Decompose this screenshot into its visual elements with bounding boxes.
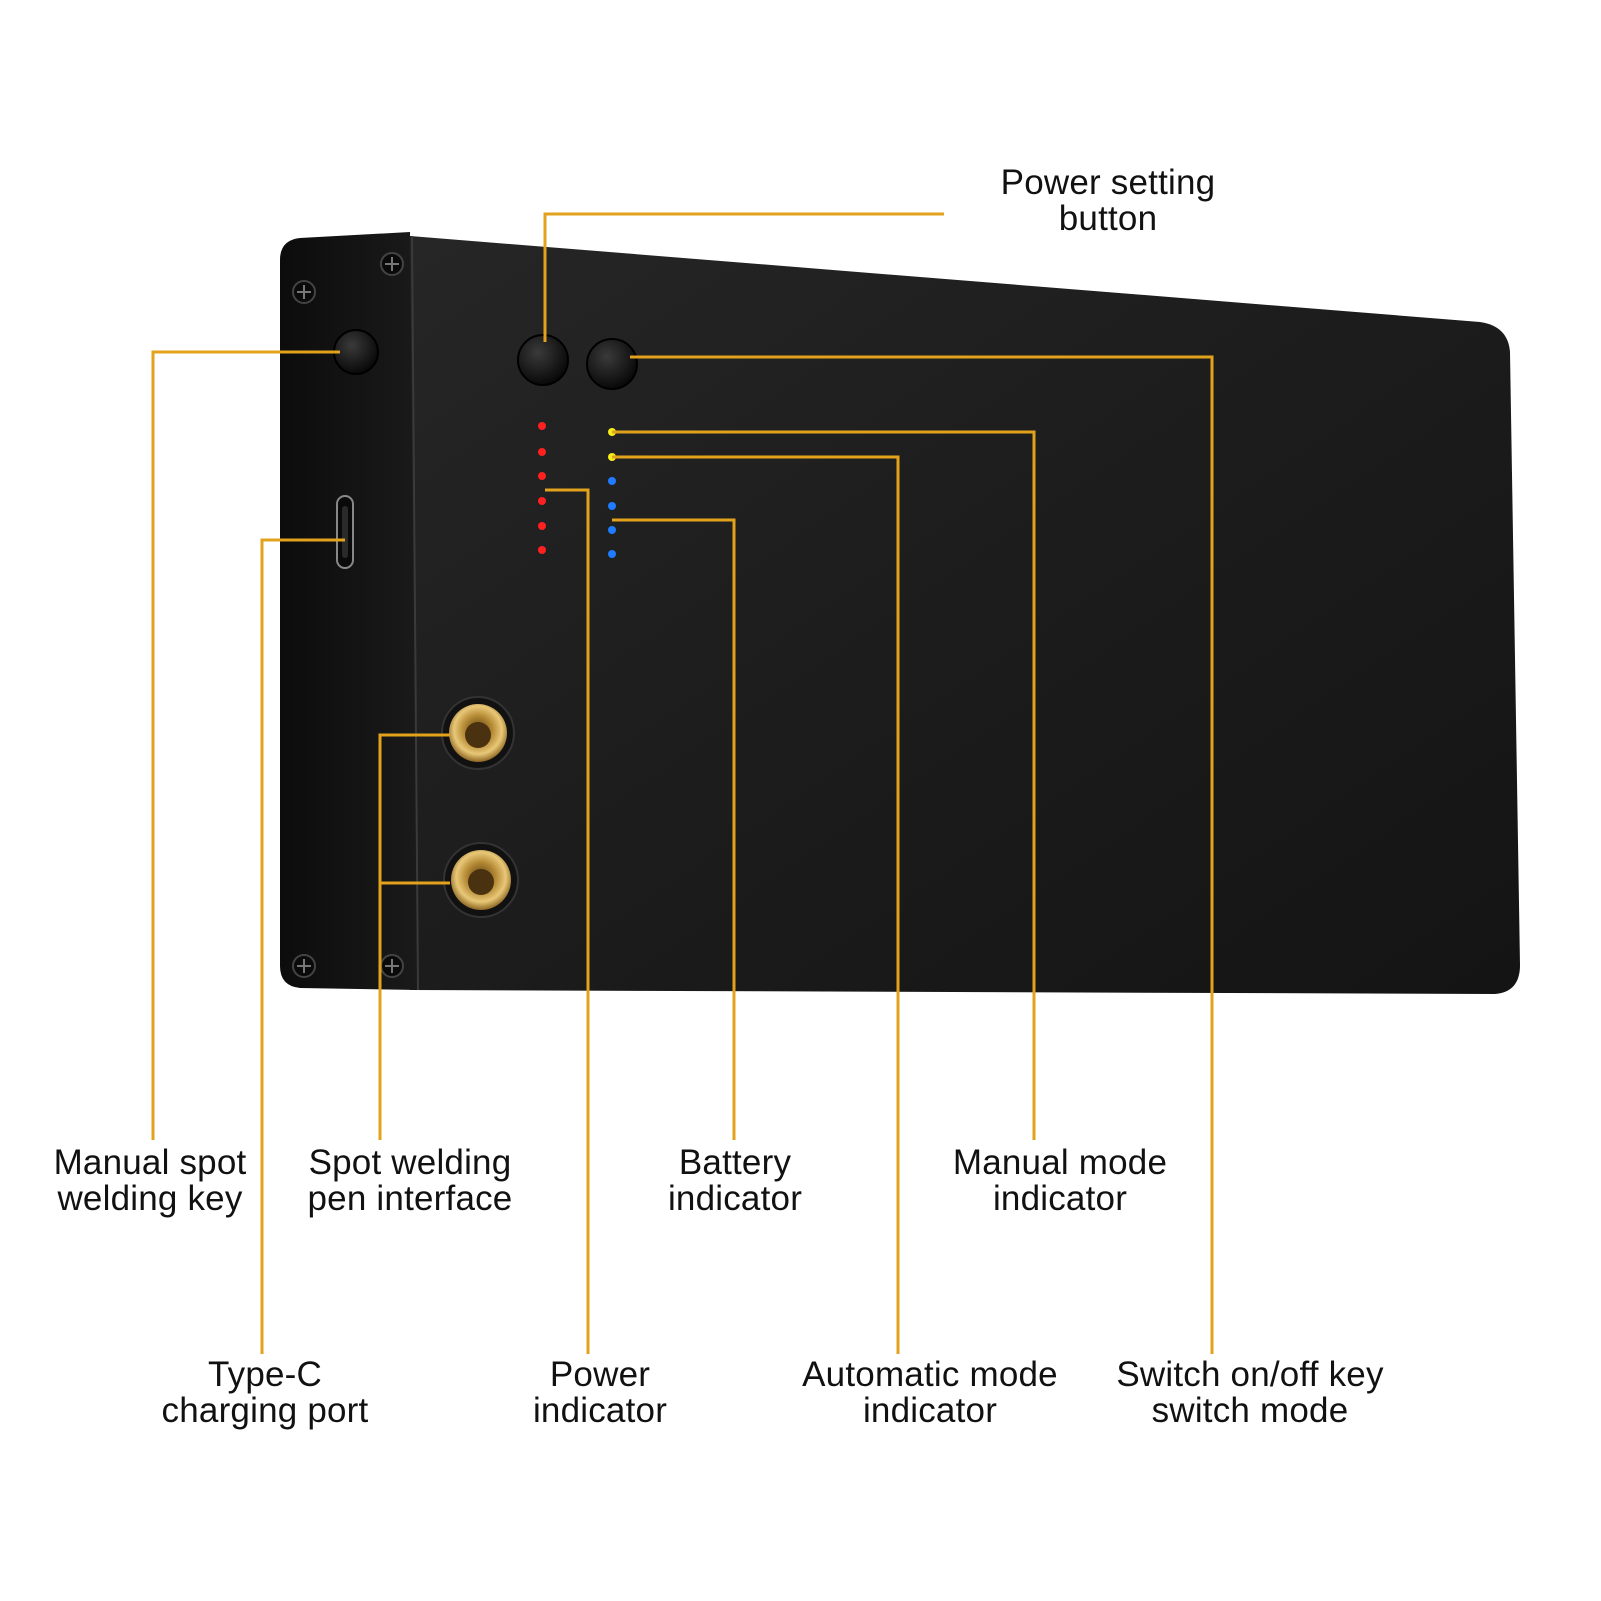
screw-icon — [381, 253, 403, 275]
screw-icon — [381, 955, 403, 977]
label-line: switch mode — [1085, 1393, 1415, 1429]
led-dot-icon — [538, 497, 546, 505]
label-line: Type-C — [125, 1357, 405, 1393]
label-pen-interface: Spot welding pen interface — [280, 1145, 540, 1217]
led-dot-icon — [608, 502, 616, 510]
label-type-c: Type-C charging port — [125, 1357, 405, 1429]
label-line: Spot welding — [280, 1145, 540, 1181]
brass-socket-icon[interactable] — [442, 697, 514, 769]
power-setting-button[interactable] — [518, 335, 568, 385]
label-auto-mode: Automatic mode indicator — [760, 1357, 1100, 1429]
label-manual-mode: Manual mode indicator — [910, 1145, 1210, 1217]
switch-mode-button[interactable] — [587, 339, 637, 389]
device-body — [410, 236, 1520, 994]
led-dot-icon — [608, 526, 616, 534]
label-line: charging port — [125, 1393, 405, 1429]
label-power-indicator: Power indicator — [480, 1357, 720, 1429]
label-line: indicator — [910, 1181, 1210, 1217]
label-line: Manual spot — [20, 1145, 280, 1181]
label-power-setting: Power setting button — [958, 165, 1258, 237]
led-dot-icon — [608, 550, 616, 558]
label-battery: Battery indicator — [610, 1145, 860, 1217]
label-line: Power setting — [958, 165, 1258, 201]
label-switch-key: Switch on/off key switch mode — [1085, 1357, 1415, 1429]
label-line: Automatic mode — [760, 1357, 1100, 1393]
label-line: Battery — [610, 1145, 860, 1181]
label-line: button — [958, 201, 1258, 237]
label-line: welding key — [20, 1181, 280, 1217]
led-dot-icon — [538, 422, 546, 430]
screw-icon — [293, 281, 315, 303]
label-line: pen interface — [280, 1181, 540, 1217]
brass-socket-icon[interactable] — [444, 843, 518, 917]
usb-c-port-icon — [337, 496, 353, 568]
label-line: Power — [480, 1357, 720, 1393]
led-dot-icon — [608, 477, 616, 485]
label-line: Switch on/off key — [1085, 1357, 1415, 1393]
label-line: indicator — [760, 1393, 1100, 1429]
label-manual-spot: Manual spot welding key — [20, 1145, 280, 1217]
led-dot-icon — [538, 472, 546, 480]
screw-icon — [293, 955, 315, 977]
manual-spot-welding-key[interactable] — [334, 330, 378, 374]
label-line: indicator — [480, 1393, 720, 1429]
led-dot-icon — [538, 448, 546, 456]
led-dot-icon — [538, 546, 546, 554]
label-line: Manual mode — [910, 1145, 1210, 1181]
led-dot-icon — [538, 522, 546, 530]
label-line: indicator — [610, 1181, 860, 1217]
